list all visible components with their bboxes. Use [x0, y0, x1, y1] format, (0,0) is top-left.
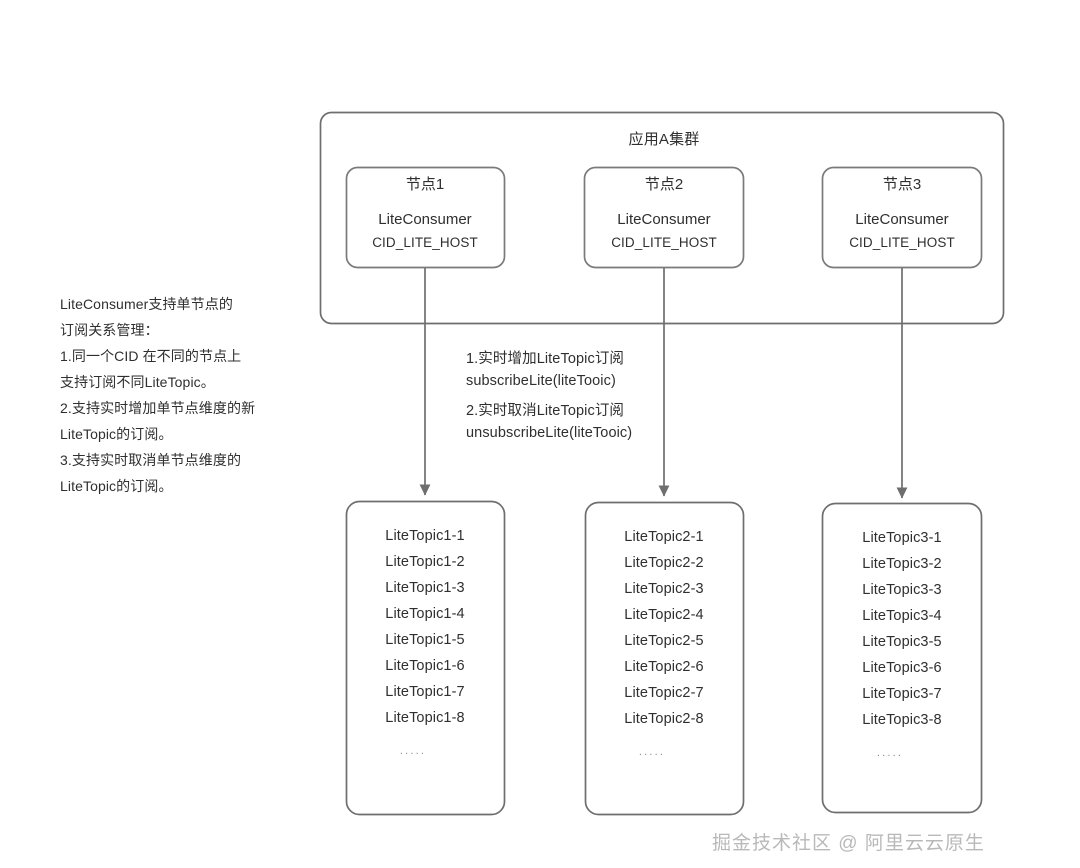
left-note-line-7: 3.支持实时取消单节点维度的 [60, 452, 242, 468]
topic-item[interactable]: LiteTopic2-8 [624, 711, 704, 727]
node-box-3[interactable] [821, 166, 983, 269]
topic-item[interactable]: LiteTopic3-4 [862, 608, 942, 624]
topic-item[interactable]: LiteTopic3-6 [862, 660, 942, 676]
topic-item[interactable]: LiteTopic3-7 [862, 686, 942, 702]
topic-item[interactable]: LiteTopic2-2 [624, 555, 704, 571]
left-note-line-2: 订阅关系管理： [60, 322, 159, 338]
left-note-line-3: 1.同一个CID 在不同的节点上 [60, 348, 242, 364]
middle-note-line-1: 1.实时增加LiteTopic订阅 [466, 351, 625, 367]
middle-note-line-2: subscribeLite(liteTooic) [466, 373, 616, 389]
left-note-line-4: 支持订阅不同LiteTopic。 [60, 374, 215, 390]
node-box-2[interactable] [583, 166, 745, 269]
node-1-consumer-id: CID_LITE_HOST [372, 235, 478, 250]
topic-item[interactable]: LiteTopic2-5 [624, 633, 704, 649]
topic-item[interactable]: LiteTopic1-4 [385, 606, 465, 622]
topic-item[interactable]: LiteTopic1-3 [385, 580, 465, 596]
topic-item[interactable]: LiteTopic3-8 [862, 712, 942, 728]
topic-ellipsis: ..... [399, 745, 427, 757]
middle-note-line-4: unsubscribeLite(liteTooic) [466, 425, 633, 441]
topic-item[interactable]: LiteTopic3-5 [862, 634, 942, 650]
node-2-main-label: LiteConsumer [617, 211, 711, 228]
left-note-line-5: 2.支持实时增加单节点维度的新 [60, 400, 256, 416]
node-2-title: 节点2 [644, 176, 684, 193]
cluster-title: 应用A集群 [628, 131, 700, 148]
topic-item[interactable]: LiteTopic2-7 [624, 685, 704, 701]
topic-item[interactable]: LiteTopic2-6 [624, 659, 704, 675]
topic-item[interactable]: LiteTopic3-3 [862, 582, 942, 598]
left-note-line-6: LiteTopic的订阅。 [60, 426, 173, 442]
topic-item[interactable]: LiteTopic1-1 [385, 528, 465, 544]
topic-box-2[interactable] [584, 501, 745, 816]
watermark: 掘金技术社区 @ 阿里云云原生 [712, 833, 985, 854]
node-1-main-label: LiteConsumer [378, 211, 472, 228]
node-3-consumer-id: CID_LITE_HOST [849, 235, 955, 250]
topic-item[interactable]: LiteTopic2-1 [624, 529, 704, 545]
topic-item[interactable]: LiteTopic1-8 [385, 710, 465, 726]
topic-box-3[interactable] [821, 502, 983, 814]
topic-ellipsis: ..... [638, 746, 666, 758]
cluster-box [319, 111, 1005, 325]
topic-box-1[interactable] [345, 500, 506, 816]
topic-item[interactable]: LiteTopic3-1 [862, 530, 942, 546]
node-3-main-label: LiteConsumer [855, 211, 949, 228]
topic-item[interactable]: LiteTopic1-2 [385, 554, 465, 570]
node-1-title: 节点1 [405, 176, 445, 193]
node-2-consumer-id: CID_LITE_HOST [611, 235, 717, 250]
topic-item[interactable]: LiteTopic2-3 [624, 581, 704, 597]
node-3-title: 节点3 [882, 176, 922, 193]
left-note-line-8: LiteTopic的订阅。 [60, 478, 173, 494]
topic-item[interactable]: LiteTopic1-5 [385, 632, 465, 648]
topic-item[interactable]: LiteTopic1-6 [385, 658, 465, 674]
node-box-1[interactable] [345, 166, 506, 269]
topic-ellipsis: ..... [876, 747, 904, 759]
topic-item[interactable]: LiteTopic1-7 [385, 684, 465, 700]
middle-note-line-3: 2.实时取消LiteTopic订阅 [466, 403, 625, 419]
left-note-line-1: LiteConsumer支持单节点的 [60, 296, 233, 312]
topic-item[interactable]: LiteTopic3-2 [862, 556, 942, 572]
topic-item[interactable]: LiteTopic2-4 [624, 607, 704, 623]
